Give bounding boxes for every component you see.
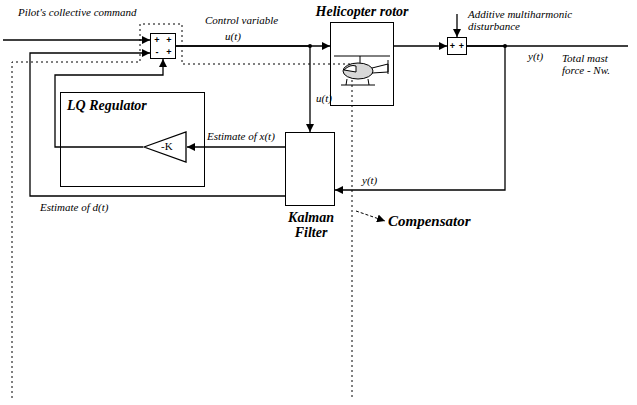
signal-wire	[30, 53, 285, 196]
signal-label: Estimate of x(t)	[207, 130, 275, 142]
sign-symbol: -	[156, 48, 159, 57]
sign-symbol: +	[154, 36, 159, 45]
summing-junction: ++	[447, 37, 467, 55]
signal-wire	[55, 59, 163, 147]
signal-name: y(t)	[528, 50, 558, 62]
signal-name: y(t)	[362, 174, 392, 186]
signal-name: u(t)	[316, 92, 346, 104]
block-title: Helicopter rotor	[316, 4, 409, 19]
sign-symbol: +	[450, 42, 455, 51]
pointer-label: Compensator	[388, 213, 498, 229]
signal-wire	[335, 46, 505, 190]
filter-box: Kalman Filter	[285, 132, 335, 206]
gain-triangle: -K	[143, 131, 187, 163]
summing-junction: ++-+	[150, 33, 176, 59]
command-wire	[3, 39, 150, 40]
helicopter-sketch	[334, 56, 390, 85]
block-title: LQ Regulator	[67, 98, 147, 113]
sign-symbol: +	[166, 48, 171, 57]
signal-wire	[176, 46, 310, 132]
signal-wire	[187, 146, 285, 147]
block-title: Kalman Filter	[276, 210, 346, 240]
regulator-box: LQ Regulator -K	[60, 92, 205, 187]
disturbance-wire	[456, 14, 457, 37]
sign-symbol: +	[459, 42, 464, 51]
signal-label: Control variable	[205, 14, 305, 26]
compensator-outline	[12, 24, 352, 398]
input-label: Pilot's collective command	[18, 6, 138, 18]
output-label: Total mast force - Nw.	[562, 52, 632, 76]
signal-name: u(t)	[225, 30, 265, 42]
gain-label: -K	[161, 140, 173, 152]
signal-wire	[394, 45, 447, 46]
signal-label: Estimate of d(t)	[40, 201, 108, 213]
pointer-arrow	[356, 211, 385, 221]
sign-symbol: +	[166, 36, 171, 45]
disturbance-label: Additive multiharmonic disturbance	[468, 8, 593, 32]
plant-box: Helicopter rotor	[330, 22, 394, 106]
